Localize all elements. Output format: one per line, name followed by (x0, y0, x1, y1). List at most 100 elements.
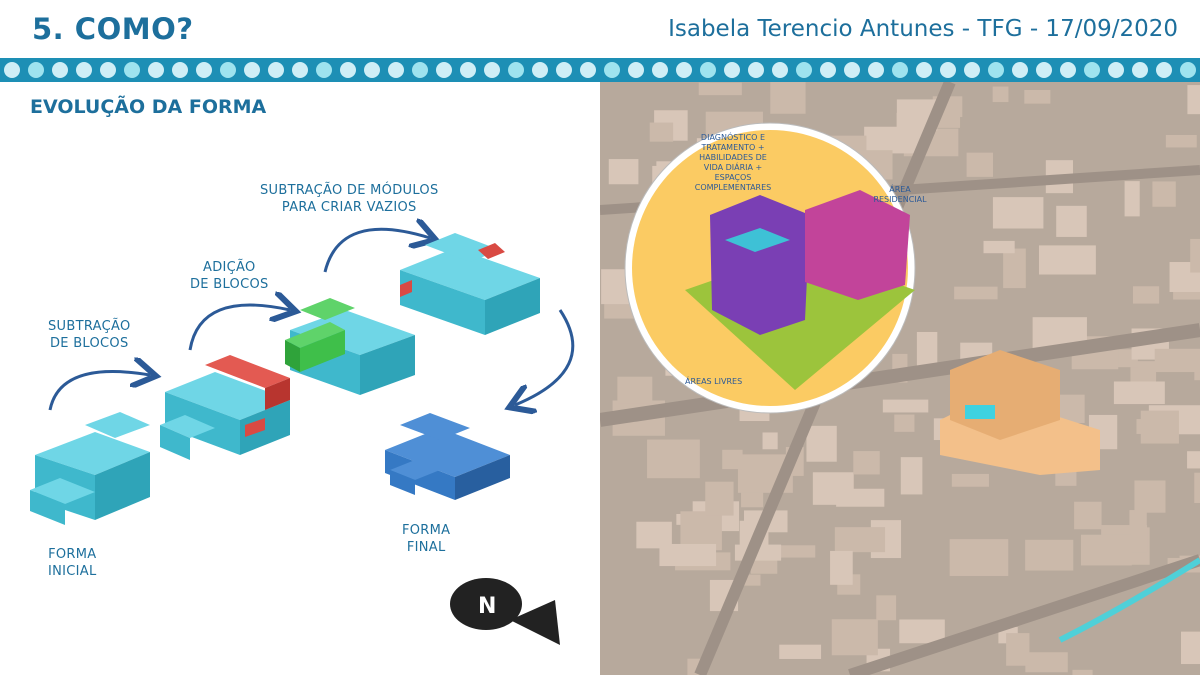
strip-dot (484, 62, 500, 78)
city-building (954, 286, 998, 300)
city-building (1003, 248, 1026, 289)
strip-dot (796, 62, 812, 78)
strip-dot (628, 62, 644, 78)
label-subtracao-modulos: SUBTRAÇÃO DE MÓDULOS PARA CRIAR VAZIOS (260, 183, 439, 215)
city-building (1025, 652, 1068, 673)
city-building (1154, 348, 1200, 373)
city-building (1025, 539, 1074, 571)
city-building (705, 481, 734, 516)
strip-dot (844, 62, 860, 78)
city-building (806, 425, 837, 462)
strip-dot (316, 62, 332, 78)
strip-dot (748, 62, 764, 78)
inset-label-line: VIDA DIÁRIA + (704, 161, 763, 172)
strip-dot (1180, 62, 1196, 78)
label-forma-inicial: FORMA INICIAL (48, 547, 97, 579)
city-building (1055, 469, 1077, 486)
inset-label-line: DIAGNÓSTICO E (701, 131, 765, 142)
city-building (1080, 534, 1132, 566)
section-title: EVOLUÇÃO DA FORMA (30, 96, 267, 118)
label-adicao-blocos: ADIÇÃO DE BLOCOS (190, 260, 269, 292)
city-building (1132, 286, 1160, 304)
strip-dot (652, 62, 668, 78)
strip-dot (4, 62, 20, 78)
strip-dot (508, 62, 524, 78)
strip-dot (412, 62, 428, 78)
city-building (951, 473, 989, 487)
strip-dot (364, 62, 380, 78)
strip-dot (892, 62, 908, 78)
arrow-3 (323, 229, 430, 273)
strip-dot (1108, 62, 1124, 78)
city-building (608, 159, 639, 185)
inset-label-line: ÁREA (889, 183, 911, 194)
site-aerial-render (600, 82, 1200, 675)
city-building (770, 545, 816, 558)
block-subtraction (160, 355, 290, 460)
city-building (617, 376, 653, 404)
city-building (812, 472, 854, 505)
inset-label-line: TRATAMENTO + (700, 143, 764, 152)
form-evolution-diagram: N (30, 82, 575, 645)
strip-dot (28, 62, 44, 78)
city-building (894, 414, 915, 432)
strip-dot (196, 62, 212, 78)
strip-dot (244, 62, 260, 78)
city-building (770, 82, 806, 114)
city-building (1140, 410, 1179, 444)
city-building (698, 82, 742, 96)
strip-dot (868, 62, 884, 78)
arrow-2 (188, 305, 290, 351)
city-building (779, 644, 822, 659)
program-inset (624, 122, 916, 414)
city-building (659, 543, 717, 567)
strip-dot (916, 62, 932, 78)
city-building (680, 511, 722, 551)
city-building (1006, 633, 1030, 666)
strip-dot (172, 62, 188, 78)
strip-dot (604, 62, 620, 78)
strip-dot (772, 62, 788, 78)
strip-dot (1084, 62, 1100, 78)
strip-dot (148, 62, 164, 78)
city-building (1187, 451, 1200, 469)
strip-dot (124, 62, 140, 78)
city-building (1124, 181, 1140, 217)
city-building (949, 539, 1009, 576)
strip-dot (268, 62, 284, 78)
city-building (636, 521, 672, 549)
city-building (1072, 669, 1093, 675)
north-arrow-icon: N (450, 578, 560, 645)
city-building (1187, 85, 1200, 115)
block-subtract-modules (400, 233, 540, 335)
header-bar: 5. COMO? Isabela Terencio Antunes - TFG … (0, 0, 1200, 60)
strip-dot (1156, 62, 1172, 78)
city-building (1113, 381, 1165, 405)
city-building (647, 439, 700, 479)
strip-dot (676, 62, 692, 78)
city-building (834, 527, 886, 553)
city-building (1038, 245, 1096, 275)
strip-dot (1012, 62, 1028, 78)
strip-dot (340, 62, 356, 78)
city-building (876, 595, 897, 621)
svg-text:N: N (478, 594, 496, 619)
strip-dot (460, 62, 476, 78)
strip-dot (580, 62, 596, 78)
city-building (649, 122, 674, 142)
slide-title: 5. COMO? (32, 12, 194, 46)
city-building (831, 619, 878, 656)
strip-dot (76, 62, 92, 78)
strip-dot (292, 62, 308, 78)
city-building (853, 451, 880, 475)
strip-dot (52, 62, 68, 78)
project-building (940, 350, 1100, 475)
city-building (983, 240, 1015, 254)
inset-label-line: ESPAÇOS (715, 173, 752, 182)
water-stream (1058, 557, 1200, 643)
strip-dot (1132, 62, 1148, 78)
arrow-1 (48, 372, 150, 411)
block-initial-form (30, 412, 150, 525)
strip-dot (556, 62, 572, 78)
